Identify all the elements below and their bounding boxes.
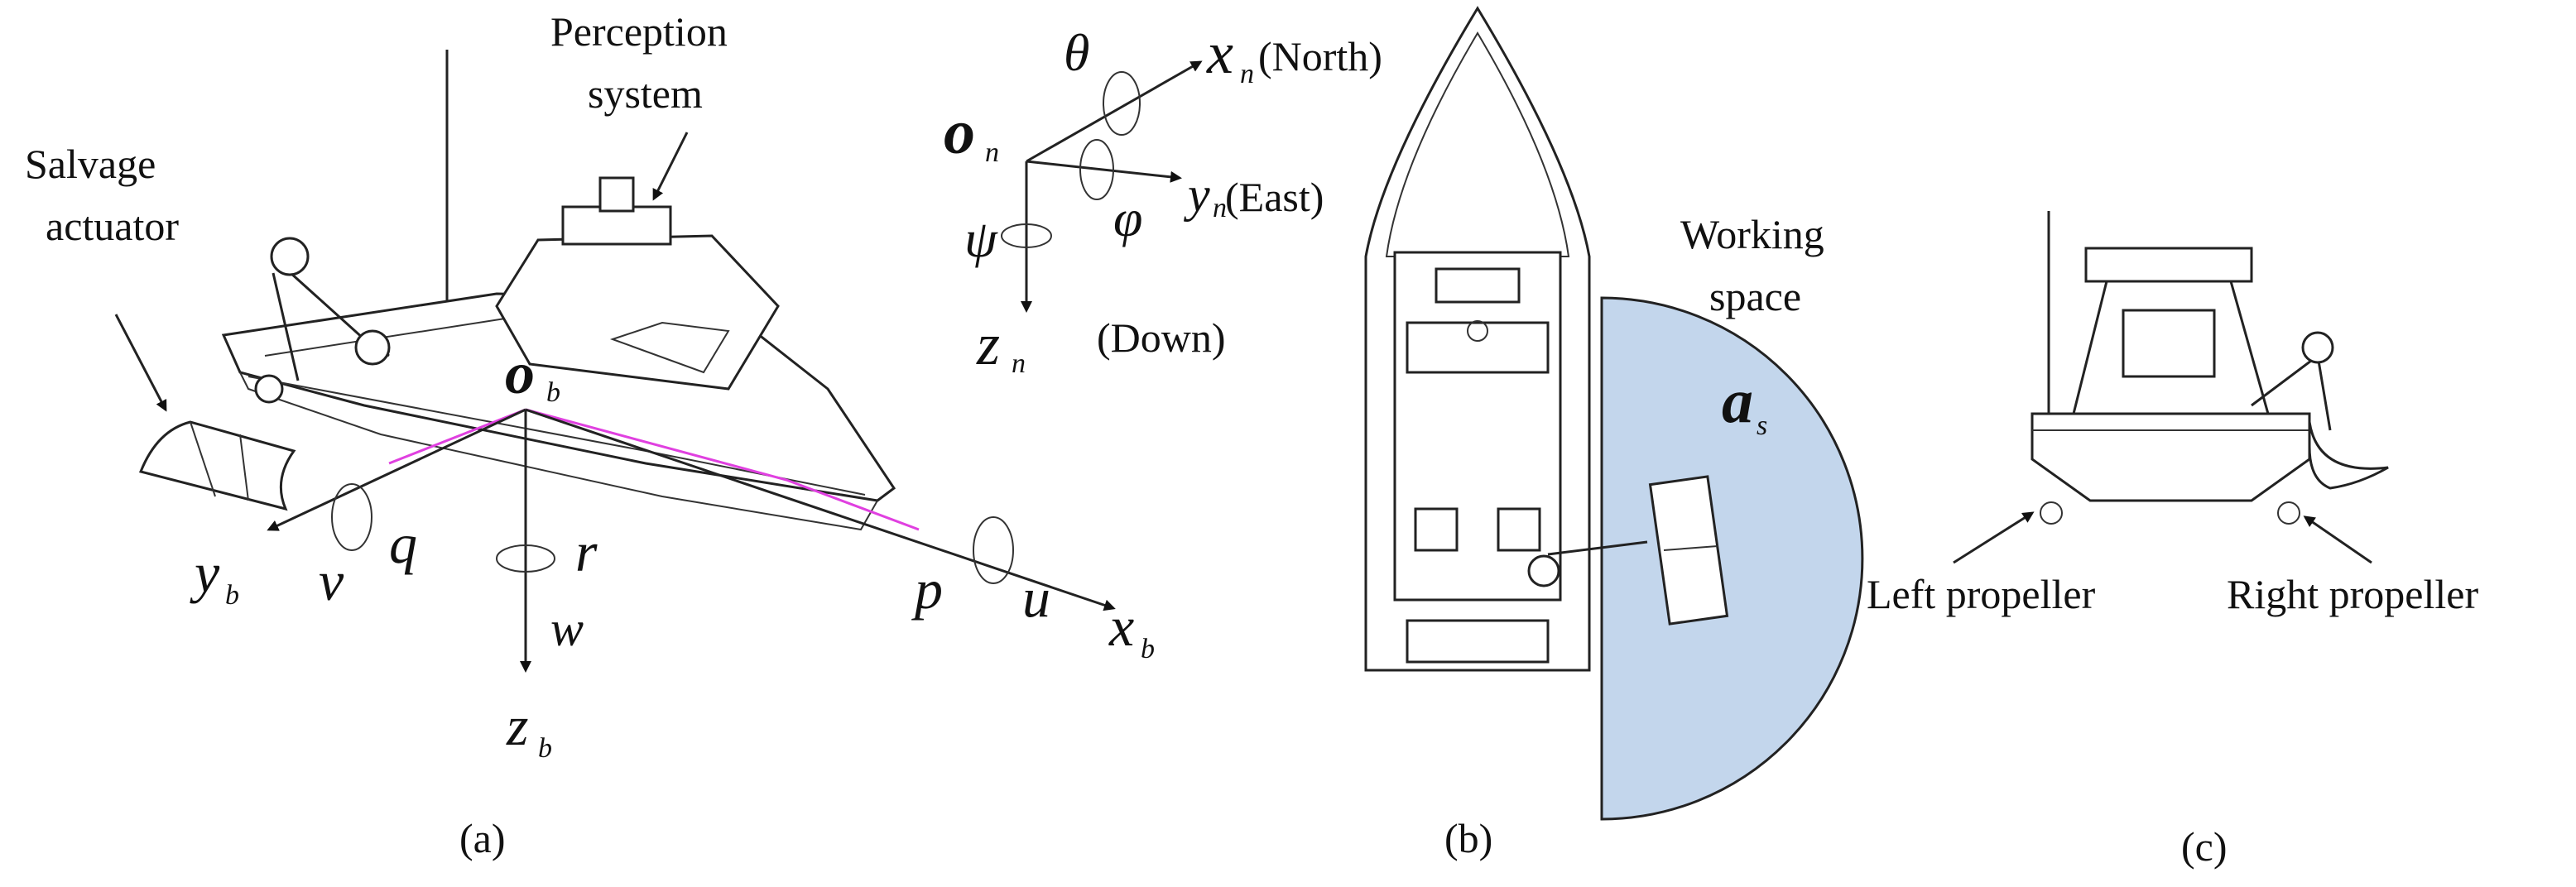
yn-axis	[1026, 160, 1182, 183]
right-propeller-shape	[2277, 501, 2300, 525]
xb-axis	[525, 408, 1116, 611]
panel-b: Working space a s (b)	[1364, 6, 1864, 861]
w-label: w	[550, 602, 584, 656]
yb-axis	[267, 408, 526, 531]
left-propeller-shape	[2040, 501, 2063, 525]
p-rotation	[973, 516, 1014, 584]
working-space-area	[1600, 296, 1864, 821]
xb-sub: b	[1141, 634, 1155, 664]
r-label: r	[575, 520, 598, 583]
yn-sub: n	[1213, 193, 1227, 223]
working-space-label-2: space	[1709, 273, 1801, 319]
theta-rotation	[1103, 71, 1141, 136]
xn-label: x	[1206, 20, 1233, 86]
panel-c: Left propeller Right propeller (c)	[1867, 211, 2478, 870]
q-label: q	[389, 512, 417, 575]
zb-label: z	[506, 694, 528, 757]
p-label: p	[911, 558, 943, 621]
yb-label: y	[190, 541, 220, 604]
xn-axis	[1026, 60, 1203, 163]
working-space-label-1: Working	[1680, 211, 1824, 257]
xb-label: x	[1108, 595, 1134, 658]
caption-b: (b)	[1444, 815, 1492, 861]
salvage-actuator-arrow	[114, 314, 167, 412]
as-label: a	[1722, 367, 1753, 436]
phi-label: φ	[1113, 189, 1142, 247]
yn-label: y	[1183, 167, 1210, 222]
origin-b-label: o	[505, 340, 535, 406]
right-propeller-label: Right propeller	[2227, 571, 2478, 617]
psi-rotation	[1001, 223, 1052, 248]
phi-rotation	[1079, 139, 1114, 200]
salvage-actuator-label-2: actuator	[46, 203, 179, 249]
yb-sub: b	[225, 580, 239, 611]
perception-arrow	[652, 132, 689, 201]
r-rotation	[496, 544, 555, 573]
panel-a: Salvage actuator Perception system o b x…	[25, 8, 1155, 861]
q-rotation	[331, 483, 372, 551]
caption-a: (a)	[459, 815, 506, 861]
v-label: v	[319, 549, 344, 612]
origin-n-sub: n	[985, 137, 999, 168]
salvage-actuator-label-1: Salvage	[25, 141, 156, 187]
right-propeller-arrow	[2303, 515, 2372, 564]
perception-label-2: system	[588, 70, 703, 117]
theta-label: θ	[1064, 23, 1089, 82]
zn-sub: n	[1012, 348, 1026, 379]
as-sub: s	[1757, 410, 1767, 441]
psi-label: ψ	[964, 209, 998, 268]
left-propeller-label: Left propeller	[1867, 571, 2096, 617]
zb-sub: b	[538, 733, 552, 764]
perception-label-1: Perception	[550, 8, 728, 55]
caption-c: (c)	[2181, 823, 2228, 870]
left-propeller-arrow	[1953, 511, 2035, 564]
origin-b-sub: b	[546, 377, 560, 408]
navigation-frame: o n θ φ ψ x n (North) y n (East) z n (Do…	[944, 20, 1382, 379]
zn-label: z	[976, 311, 1000, 377]
xn-direction: (North)	[1258, 33, 1382, 79]
hull-front	[2031, 412, 2311, 502]
cabin	[495, 234, 780, 391]
salvage-scoop	[138, 420, 296, 511]
xn-sub: n	[1240, 59, 1254, 89]
origin-n-label: o	[944, 98, 975, 167]
yn-direction: (East)	[1225, 174, 1324, 220]
zn-direction: (Down)	[1097, 314, 1226, 361]
u-label: u	[1022, 566, 1050, 629]
